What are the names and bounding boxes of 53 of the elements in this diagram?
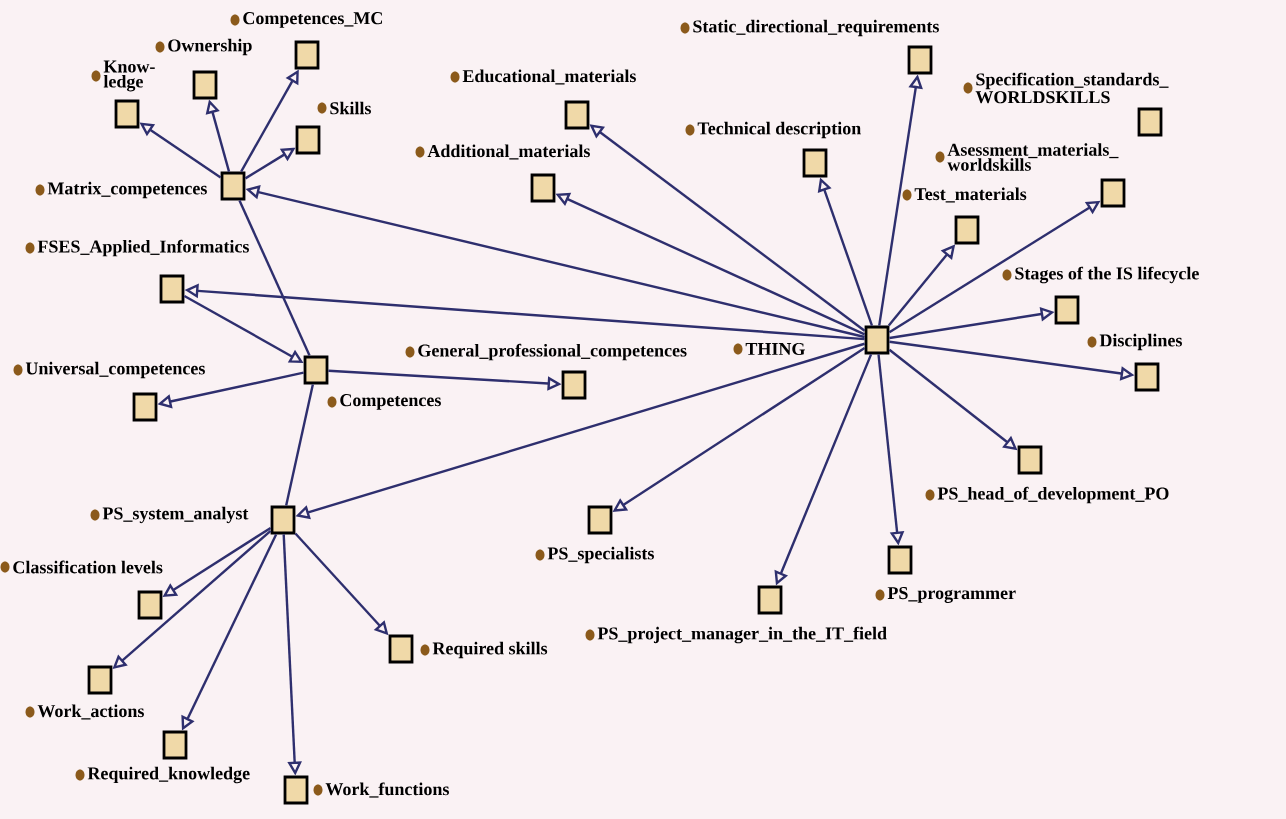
concept-node: Stages of the IS lifecycle <box>1002 266 1199 325</box>
node-label: FSES_Applied_Informatics <box>37 239 249 257</box>
concept-node: Classification levels <box>0 560 163 620</box>
node-label: Required skills <box>432 641 548 659</box>
node-label: Required_knowledge <box>87 766 250 784</box>
concept-node: THING <box>733 325 890 356</box>
concept-node: PS_project_manager_in_the_IT_field <box>585 585 887 644</box>
node-label: Competences <box>340 394 441 410</box>
node-label: Matrix_competences <box>47 181 207 199</box>
node-label: PS_project_manager_in_the_IT_field <box>597 626 887 644</box>
concept-node: Test_materials <box>902 187 1027 245</box>
concept-node: Work_functions <box>283 775 449 805</box>
node-label: Educational_materials <box>462 69 636 85</box>
node-label: Skills <box>330 101 371 115</box>
concept-node: PS_head_of_development_PO <box>925 445 1169 504</box>
node-label: Competences_MC <box>243 12 383 28</box>
node-label: PS_programmer <box>887 587 1016 603</box>
node-label: Asessment_materials_ worldskills <box>947 143 1119 171</box>
node-label: Know- ledge <box>103 60 155 92</box>
concept-node: PS_specialists <box>535 505 654 564</box>
node-label: Test_materials <box>914 187 1027 203</box>
node-label: PS_head_of_development_PO <box>937 486 1169 504</box>
concept-node: Universal_competences <box>13 361 205 422</box>
node-label: Stages of the IS lifecycle <box>1015 266 1199 284</box>
concept-node: Work_actions <box>25 665 144 720</box>
concept-node: Additional_materials <box>415 144 590 203</box>
concept-node: Skills <box>295 101 371 155</box>
concept-node: FSES_Applied_Informatics <box>25 239 249 304</box>
concept-node: Matrix_competences <box>35 171 246 201</box>
concept-node: Know- ledge <box>91 60 155 129</box>
node-label: Disciplines <box>1099 333 1182 351</box>
node-label: General_professional_competences <box>418 343 687 361</box>
node-label: Static_directional_requirements <box>693 19 939 37</box>
concept-node: Disciplines <box>1087 333 1182 392</box>
node-label: PS_system_analyst <box>102 506 249 524</box>
node-label: Ownership <box>168 38 252 56</box>
concept-node: Educational_materials <box>450 69 636 130</box>
concept-node: Specification_standards_ WORLDSKILLS <box>963 72 1169 137</box>
node-label: Classification levels <box>13 560 163 574</box>
concept-node: Required_knowledge <box>75 730 250 784</box>
concept-node: Technical description <box>685 121 861 178</box>
node-label: Additional_materials <box>427 144 590 160</box>
concept-node: Ownership <box>155 38 252 100</box>
node-label: THING <box>745 342 805 356</box>
node-label: Universal_competences <box>25 361 205 379</box>
node-label: Work_actions <box>37 704 144 720</box>
concept-node: Required skills <box>388 634 548 664</box>
node-label: Technical description <box>697 121 861 139</box>
concept-node: PS_system_analyst <box>90 505 296 535</box>
concept-node: Static_directional_requirements <box>680 19 939 75</box>
node-label: PS_specialists <box>547 546 654 564</box>
node-label: Specification_standards_ WORLDSKILLS <box>975 72 1169 104</box>
node-label: Work_functions <box>325 782 449 798</box>
